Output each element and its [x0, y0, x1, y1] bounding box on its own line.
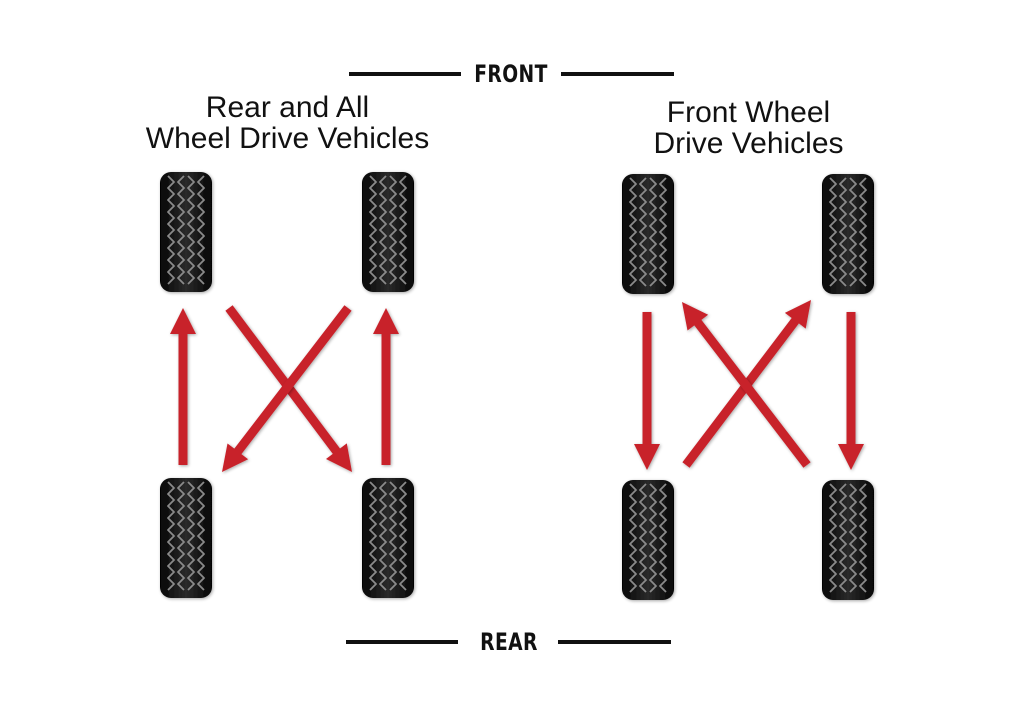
arrow-front-right-to-rear-left — [222, 305, 352, 472]
arrow-front-left-to-rear-left — [634, 312, 660, 470]
tread-line — [187, 175, 195, 285]
tread-line — [839, 177, 847, 287]
tread-line — [369, 175, 377, 285]
rwd-awd-tire-front-right — [362, 172, 414, 292]
tread-line — [829, 177, 837, 287]
tread-line — [849, 177, 857, 287]
tread-line — [649, 483, 657, 593]
tread-line — [829, 483, 837, 593]
tread-line — [399, 175, 407, 285]
rwd-awd-tire-rear-right — [362, 478, 414, 598]
tread-line — [389, 175, 397, 285]
front-rule-right — [561, 72, 674, 76]
arrow-rear-left-to-front-left — [170, 308, 196, 465]
tread-line — [389, 481, 397, 591]
tread-line — [649, 177, 657, 287]
fwd-title-line2: Drive Vehicles — [653, 127, 844, 160]
fwd-title: Front Wheel Drive Vehicles — [600, 97, 897, 159]
tire-body — [622, 174, 674, 294]
tread-line — [167, 481, 175, 591]
front-label: FRONT — [474, 60, 548, 88]
tread-line — [839, 483, 847, 593]
tread-line — [197, 175, 205, 285]
rwd-awd-title-line2: Wheel Drive Vehicles — [145, 122, 430, 155]
fwd-tire-rear-left — [622, 480, 674, 600]
tread-line — [659, 177, 667, 287]
tread-line — [197, 481, 205, 591]
tread-line — [187, 481, 195, 591]
arrow-front-right-to-rear-right — [838, 312, 864, 470]
rear-label: REAR — [480, 628, 538, 656]
tread-line — [629, 483, 637, 593]
rwd-awd-tire-front-left — [160, 172, 212, 292]
arrow-rear-right-to-front-right — [373, 308, 399, 465]
tire-body — [362, 172, 414, 292]
fwd-title-line1: Front Wheel — [666, 96, 831, 129]
tread-line — [859, 177, 867, 287]
tread-line — [859, 483, 867, 593]
fwd-tire-front-left — [622, 174, 674, 294]
rwd-awd-tire-rear-left — [160, 478, 212, 598]
tread-line — [629, 177, 637, 287]
tread-line — [379, 481, 387, 591]
tread-line — [177, 175, 185, 285]
tire-body — [160, 478, 212, 598]
tread-line — [177, 481, 185, 591]
tire-body — [822, 480, 874, 600]
tread-line — [167, 175, 175, 285]
fwd-tire-front-right — [822, 174, 874, 294]
rear-rule-right — [558, 640, 671, 644]
tread-line — [849, 483, 857, 593]
tread-line — [659, 483, 667, 593]
tread-line — [369, 481, 377, 591]
rwd-awd-title-line1: Rear and All — [205, 91, 370, 124]
tread-line — [399, 481, 407, 591]
tire-body — [622, 480, 674, 600]
tread-line — [639, 177, 647, 287]
front-rule-left — [349, 72, 461, 76]
tire-body — [160, 172, 212, 292]
tire-body — [362, 478, 414, 598]
rear-rule-left — [346, 640, 458, 644]
rwd-awd-title: Rear and All Wheel Drive Vehicles — [100, 92, 475, 154]
tire-body — [822, 174, 874, 294]
fwd-tire-rear-right — [822, 480, 874, 600]
tread-line — [639, 483, 647, 593]
arrow-rear-right-to-front-left — [682, 302, 811, 468]
tread-line — [379, 175, 387, 285]
